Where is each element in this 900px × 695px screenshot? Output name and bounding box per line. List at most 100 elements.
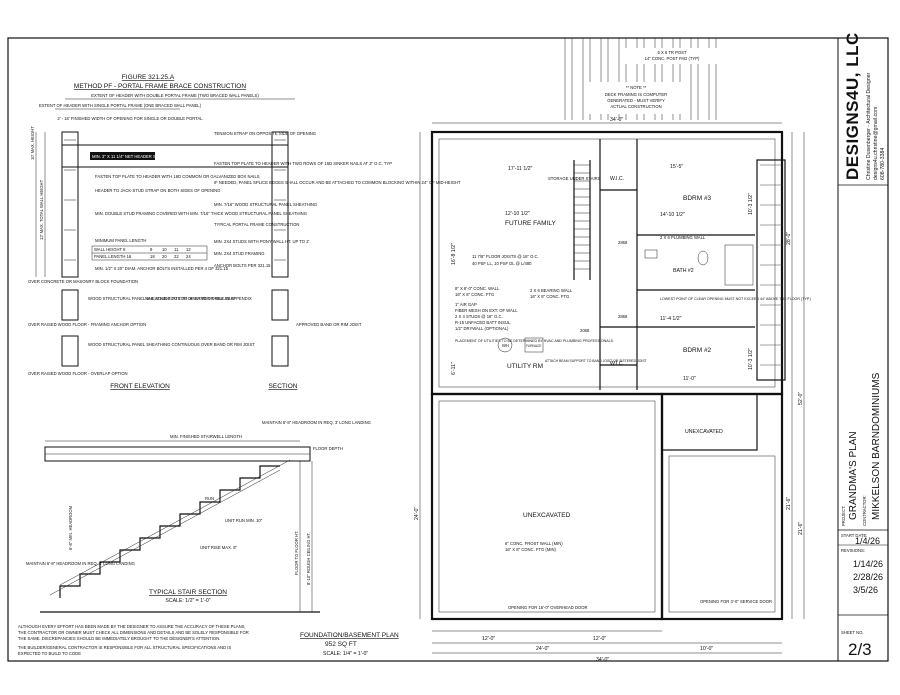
note-drywall: 1/2" DRYWALL (OPTIONAL) bbox=[455, 326, 509, 331]
bottom-headroom: MAINTAIN 6'-8" HEADROOM IN REQ. 3' LONG … bbox=[26, 561, 135, 566]
dim-bottom-24: 24'-0" bbox=[536, 646, 549, 652]
unit-run: UNIT RUN MIN. 10" bbox=[225, 518, 263, 523]
stair-steps bbox=[59, 465, 280, 598]
extent-single: EXTENT OF HEADER WITH SINGLE PORTAL FRAM… bbox=[39, 103, 202, 108]
rough-ceiling: 8'-10" ROUGH CEILING HT. bbox=[306, 532, 311, 585]
dim-right-52: 52'-0" bbox=[798, 392, 804, 405]
dim-left-upper: 24'-0" bbox=[414, 507, 420, 520]
detail-note-3: NAIL SOLE PLATE TO JOIST PER TABLE IN AP… bbox=[145, 296, 252, 301]
plan-title: FOUNDATION/BASEMENT PLAN bbox=[300, 632, 399, 639]
dim-room-10: 6'-11" bbox=[451, 362, 457, 375]
unit-rise: UNIT RISE MAX. 8" bbox=[200, 545, 238, 550]
detail-note-4: OVER RAISED WOOD FLOOR - FRAMING ANCHOR … bbox=[28, 322, 146, 327]
revision-2: 2/28/26 bbox=[853, 572, 883, 582]
basement-plan: 6 X 6 TR POST 14" CONC. POST PAD (TYP) *… bbox=[300, 38, 811, 663]
dim-right-216b: 21'-6" bbox=[798, 522, 804, 535]
dim-room-2: 12'-10 1/2" bbox=[505, 211, 530, 217]
front-elevation-label: FRONT ELEVATION bbox=[110, 383, 170, 390]
figure-subtitle: METHOD PF - PORTAL FRAME BRACE CONSTRUCT… bbox=[74, 83, 246, 90]
title-block: DESIGNS4U, LLC Christine Dusenberger - A… bbox=[837, 32, 888, 661]
dim-right-28: 28'-0" bbox=[786, 232, 792, 245]
interior-walls bbox=[573, 139, 755, 390]
note-frost-wall: 6" CONC. FROST WALL (MIN) bbox=[505, 541, 563, 546]
detail-note-7: OVER RAISED WOOD FLOOR - OVERLAP OPTION bbox=[28, 371, 128, 376]
disclaimer-3: THE SAME. DISCREPANCIES SHOULD BE IMMEDI… bbox=[18, 636, 220, 641]
dim-room-6: 11'-4 1/2" bbox=[660, 316, 682, 322]
deck-post-note: 6 X 6 TR POST bbox=[657, 50, 686, 55]
dim-right-216: 21'-6" bbox=[786, 497, 792, 510]
note-left-3: MIN. DOUBLE STUD FRAMING COVERED WITH MI… bbox=[95, 211, 307, 216]
min-headroom: 6'-8" MIN. HEADROOM bbox=[68, 505, 73, 550]
note-attach: ATTACH BEAM SUPPORT TO BAND JOIST OR SIS… bbox=[545, 359, 647, 363]
note-left-1: FASTEN TOP PLATE TO HEADER WITH 16D COMM… bbox=[95, 174, 260, 179]
side-deck bbox=[756, 159, 786, 381]
dim-bottom-12b: 12'-0" bbox=[593, 636, 606, 642]
dim-bottom-34: 34'-0" bbox=[596, 657, 609, 663]
note-line-2: GENERATED - MUST VERIFY bbox=[607, 98, 665, 103]
note-frost-ftg: 16" X 8" CONC. FTG (MIN) bbox=[505, 547, 557, 552]
note-lowest: LOWEST POINT OF CLEAR OPENING MUST NOT E… bbox=[660, 297, 811, 301]
note-studs: 2 X 4 STUDS @ 16" O.C. bbox=[455, 314, 503, 319]
table-row1-v2: 10 bbox=[162, 247, 167, 252]
start-date-label: START DATE: bbox=[841, 533, 867, 538]
sink-icon bbox=[644, 249, 658, 259]
floor-to-floor: FLOOR TO FLOOR HT. bbox=[294, 531, 299, 575]
max-wall-height: 12' MAX. TOTAL WALL HEIGHT bbox=[39, 179, 44, 240]
plan-stair-treads bbox=[574, 164, 590, 270]
note-plumbing: 2 X 6 PLUMBING WALL bbox=[660, 235, 706, 240]
room-unexcavated-side: UNEXCAVATED bbox=[685, 429, 723, 435]
table-row2-v1: 18 bbox=[150, 254, 155, 259]
note-line-1: DECK FRAMING IS COMPUTER bbox=[605, 92, 667, 97]
designer-name: Christine Dusenberger - Architectural De… bbox=[866, 72, 872, 180]
note-line-3: ACTUAL CONSTRUCTION bbox=[610, 104, 661, 109]
plan-area: 952 SQ FT bbox=[325, 641, 357, 648]
table-row2-v2: 20 bbox=[162, 254, 167, 259]
portal-frame-figure: FIGURE 321.25.A METHOD PF - PORTAL FRAME… bbox=[28, 74, 461, 390]
lower-foundation-wall bbox=[430, 392, 664, 621]
note-right-4: MIN. 7/16" WOOD STRUCTURAL PANEL SHEATHI… bbox=[214, 202, 317, 207]
deck-pad-note: 14" CONC. POST PAD (TYP) bbox=[645, 56, 700, 61]
note-bearing-ftg: 16" X 8" CONC. FTG bbox=[530, 294, 569, 299]
toilet-icon bbox=[697, 250, 709, 266]
dim-room-8: 11'-0" bbox=[683, 376, 696, 382]
revision-1: 1/14/26 bbox=[853, 559, 883, 569]
dim-room-4: 14'-10 1/2" bbox=[660, 212, 685, 218]
furnace-symbol bbox=[524, 337, 544, 353]
stair-scale: SCALE: 1/2" = 1'-0" bbox=[165, 598, 210, 604]
dim-room-3: 15'-5" bbox=[670, 164, 683, 170]
extent-double: EXTENT OF HEADER WITH DOUBLE PORTAL FRAM… bbox=[91, 93, 259, 98]
note-air-gap: 1" AIR GAP bbox=[455, 302, 477, 307]
note-service-door: OPENING FOR 3'-0" SERVICE DOOR bbox=[700, 599, 772, 604]
project-label: PROJECT: bbox=[841, 506, 846, 526]
detail-note-2: WOOD STRUCTURAL PANEL SHEATHING TO TOP O… bbox=[88, 296, 236, 301]
door-2868-b: 2868 bbox=[618, 314, 628, 319]
note-footing: 16" X 8" CONC. FTG bbox=[455, 292, 494, 297]
sheet-border bbox=[7, 37, 889, 662]
figure-title: FIGURE 321.25.A bbox=[122, 74, 175, 81]
note-left-2: HEADER TO JACK-STUD STRAP ON BOTH SIDES … bbox=[95, 188, 220, 193]
sheet-label: SHEET NO. bbox=[841, 630, 864, 635]
note-batt: R-15 UNFACED BATT INSUL. bbox=[455, 320, 511, 325]
bathtub-icon bbox=[724, 244, 754, 286]
disclaimer-5: EXPECTED TO BUILD TO CODE bbox=[18, 651, 81, 656]
room-bath-2: BATH #2 bbox=[673, 268, 694, 274]
dim-room-7: 10'-3 1/2" bbox=[748, 348, 754, 370]
designer-phone: 608-780-3384 bbox=[880, 148, 886, 180]
stair-section: MAINTAIN 6'-8" HEADROOM IN REQ. 3' LONG … bbox=[26, 420, 371, 613]
designer-email: designs4u.christine@gmail.com bbox=[873, 107, 879, 180]
max-height-label: 10' MAX. HEIGHT bbox=[30, 126, 35, 160]
note-left-4: MINIMUM PANEL LENGTH bbox=[95, 238, 146, 243]
water-heater-symbol bbox=[497, 337, 513, 353]
note-joists: 11 7/8" FLOOR JOISTS @ 16" O.C. bbox=[472, 254, 539, 259]
table-row2-v3: 22 bbox=[174, 254, 179, 259]
company-name: DESIGNS4U, LLC bbox=[843, 32, 862, 180]
table-row1-label: WALL HEIGHT 8 bbox=[94, 247, 126, 252]
table-row1-v4: 12 bbox=[186, 247, 191, 252]
dim-room-5: 10'-3 1/2" bbox=[748, 193, 754, 215]
note-right-1: TENSION STRAP ON OPPOSITE SIDE OF OPENIN… bbox=[214, 131, 316, 136]
revisions-label: REVISIONS: bbox=[841, 548, 865, 553]
table-row1-v1: 9 bbox=[150, 247, 153, 252]
table-row1-v3: 11 bbox=[174, 247, 179, 252]
door-2068: 2068 bbox=[580, 328, 590, 333]
